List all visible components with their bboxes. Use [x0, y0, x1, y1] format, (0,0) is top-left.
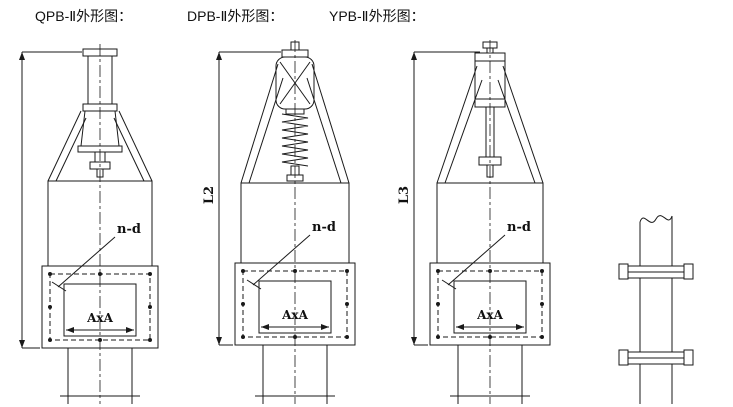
side-view-lower-flange [618, 349, 694, 366]
qpb-hole-callout: n-d [51, 222, 141, 292]
diagram-dpb: L2 AxA [202, 40, 356, 404]
qpb-flange: AxA [41, 265, 159, 349]
dpb-spring [281, 113, 309, 167]
ypb-flange: AxA [429, 262, 551, 346]
pipe-break-line [639, 215, 673, 223]
dpb-hole-callout: n-d [246, 220, 336, 290]
dpb-yoke [240, 63, 350, 184]
pipe-side-view [618, 215, 694, 404]
qpb-port-dimension-label: AxA [86, 311, 113, 325]
side-view-upper-flange [618, 263, 694, 280]
diagram-title-dpb: DPB-Ⅱ外形图： [187, 8, 283, 24]
diagram-ypb: L3 AxA [397, 40, 551, 404]
dpb-hole-label: n-d [312, 220, 336, 235]
diagram-qpb: AxA n-d [19, 44, 159, 404]
qpb-yoke [47, 110, 153, 182]
ypb-dimension-line: L3 [397, 51, 480, 346]
qpb-dimension-line [19, 51, 82, 349]
ypb-hole-callout: n-d [441, 220, 531, 290]
ypb-yoke [436, 65, 544, 184]
qpb-hole-label: n-d [117, 222, 141, 237]
ypb-port-dimension-label: AxA [476, 308, 503, 322]
dpb-pipe [255, 345, 335, 404]
dpb-flange: AxA [234, 262, 356, 346]
ypb-height-dimension-label: L3 [397, 186, 412, 204]
dpb-electromagnetic-actuator [275, 41, 315, 182]
qpb-pipe [60, 348, 140, 404]
diagram-title-qpb: QPB-Ⅱ外形图： [35, 8, 132, 24]
dpb-height-dimension-label: L2 [202, 186, 217, 204]
dpb-port-dimension-label: AxA [281, 308, 308, 322]
qpb-pneumatic-actuator [77, 48, 123, 178]
diagram-title-ypb: YPB-Ⅱ外形图： [329, 8, 425, 24]
ypb-hydraulic-actuator [474, 41, 506, 178]
ypb-hole-label: n-d [507, 220, 531, 235]
ypb-pipe [450, 345, 530, 404]
dpb-dimension-line: L2 [202, 51, 281, 346]
